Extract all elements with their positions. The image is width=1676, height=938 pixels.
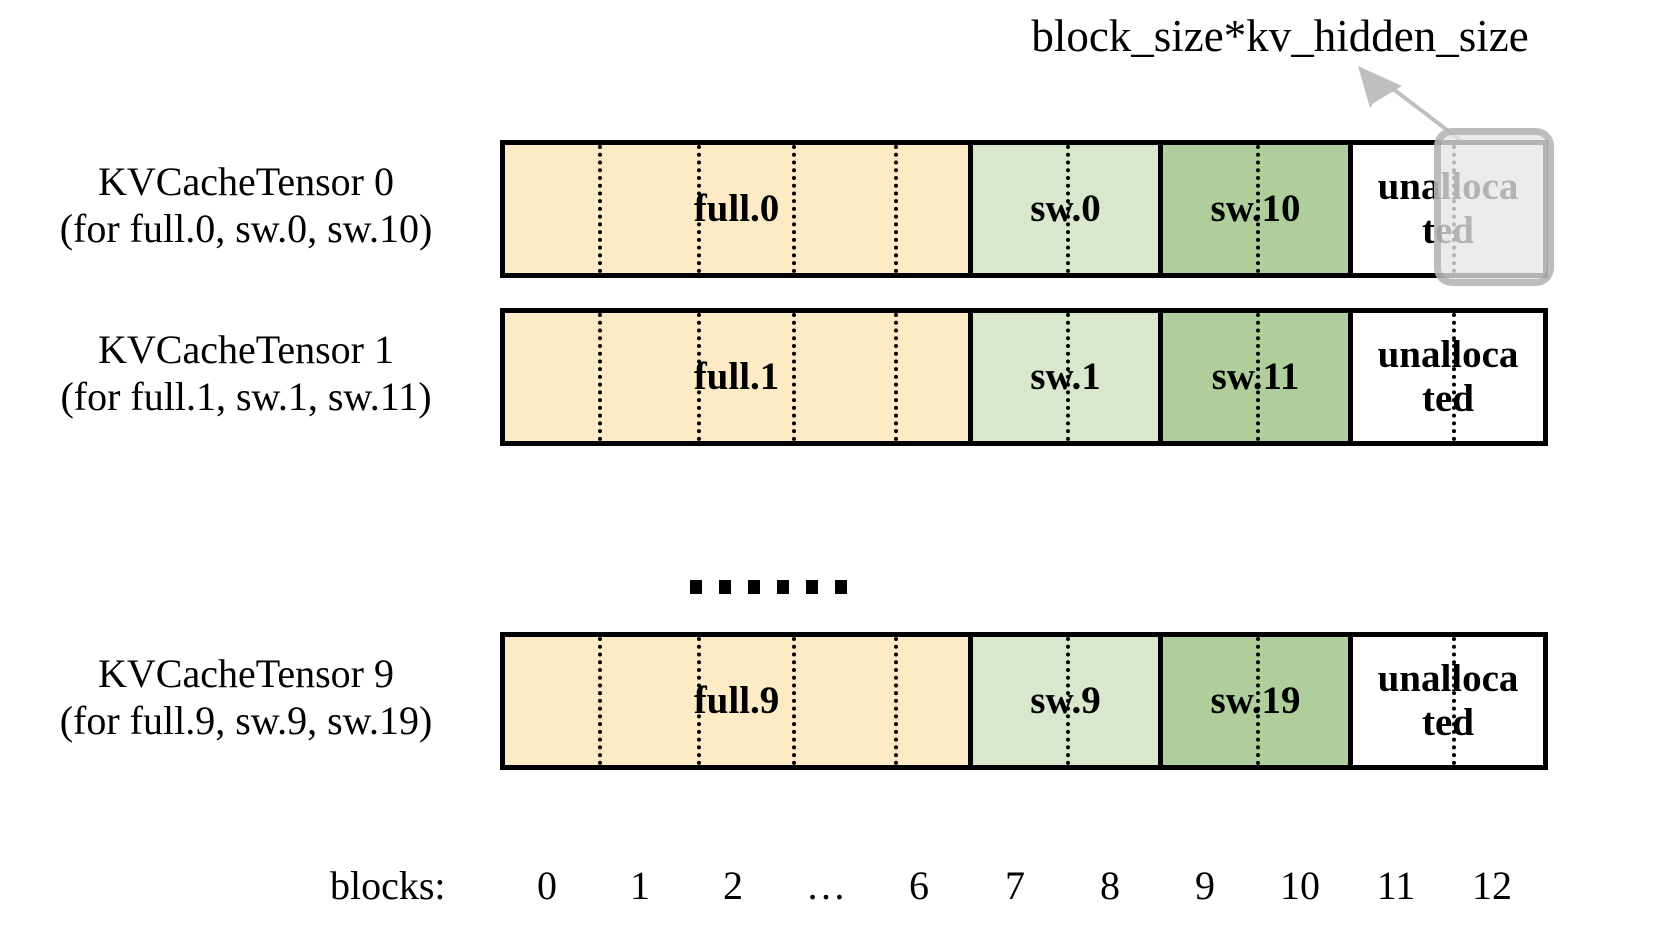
tensor-segment-label: sw.11 — [1211, 355, 1300, 399]
block-divider — [697, 637, 702, 765]
block-divider — [1065, 637, 1070, 765]
tensor-segment-label: sw.9 — [1030, 679, 1101, 723]
tensor-segment-label: sw.10 — [1210, 187, 1301, 231]
tensor-row-label: KVCacheTensor 1(for full.1, sw.1, sw.11) — [0, 326, 492, 420]
block-highlight-box — [1434, 128, 1554, 286]
tensor-segment-label: sw.0 — [1030, 187, 1101, 231]
block-divider — [792, 145, 797, 273]
tensor-segment-sw-b: sw.11 — [1158, 313, 1348, 441]
block-tick-label: 11 — [1376, 863, 1416, 908]
block-tick-label: 9 — [1195, 863, 1215, 908]
kv-cache-tensor-bar: full.0sw.0sw.10unallocated — [500, 140, 1548, 278]
block-tick-label: 1 — [630, 863, 650, 908]
tensor-row-label: KVCacheTensor 0(for full.0, sw.0, sw.10) — [0, 158, 492, 252]
tensor-row-label: KVCacheTensor 9(for full.9, sw.9, sw.19) — [0, 650, 492, 744]
block-divider — [1255, 637, 1260, 765]
tensor-segment-sw-a: sw.9 — [968, 637, 1158, 765]
block-divider — [697, 313, 702, 441]
tensor-segment-sw-a: sw.0 — [968, 145, 1158, 273]
block-divider — [1255, 313, 1260, 441]
block-tick-label: 6 — [909, 863, 929, 908]
block-divider — [1065, 313, 1070, 441]
tensor-segment-full: full.1 — [505, 313, 968, 441]
tensor-row-title: KVCacheTensor 9 — [98, 651, 394, 696]
blocks-axis-caption: blocks: — [330, 863, 446, 908]
tensor-segment-label: sw.19 — [1210, 679, 1301, 723]
block-divider — [697, 145, 702, 273]
block-divider — [597, 313, 602, 441]
block-divider — [597, 145, 602, 273]
block-divider — [792, 313, 797, 441]
tensor-row-subtitle: (for full.9, sw.9, sw.19) — [59, 698, 433, 744]
block-tick-label: 10 — [1280, 863, 1320, 908]
block-divider — [893, 145, 898, 273]
block-tick-label: 2 — [723, 863, 743, 908]
tensor-row-subtitle: (for full.0, sw.0, sw.10) — [59, 206, 433, 252]
block-tick-label: 12 — [1472, 863, 1512, 908]
tensor-segment-label: full.1 — [693, 355, 780, 399]
tensor-segment-sw-b: sw.10 — [1158, 145, 1348, 273]
block-tick-label: 7 — [1005, 863, 1025, 908]
block-tick-label: 8 — [1100, 863, 1120, 908]
block-divider — [893, 637, 898, 765]
tensor-segment-label: full.9 — [693, 679, 780, 723]
tensor-segment-sw-a: sw.1 — [968, 313, 1158, 441]
block-divider — [1451, 313, 1456, 441]
callout-label: block_size*kv_hidden_size — [1031, 11, 1529, 61]
tensor-row-title: KVCacheTensor 0 — [98, 159, 394, 204]
tensor-segment-label: sw.1 — [1030, 355, 1101, 399]
block-tick-label: … — [806, 863, 846, 908]
tensor-segment-full: full.9 — [505, 637, 968, 765]
block-divider — [893, 313, 898, 441]
block-divider — [792, 637, 797, 765]
block-divider — [597, 637, 602, 765]
tensor-segment-label: full.0 — [693, 187, 780, 231]
tensor-row-subtitle: (for full.1, sw.1, sw.11) — [60, 374, 432, 420]
vertical-ellipsis — [690, 580, 847, 594]
block-tick-label: 0 — [537, 863, 557, 908]
block-divider — [1255, 145, 1260, 273]
block-divider — [1065, 145, 1070, 273]
block-divider — [1451, 637, 1456, 765]
tensor-segment-sw-b: sw.19 — [1158, 637, 1348, 765]
tensor-segment-full: full.0 — [505, 145, 968, 273]
tensor-row-title: KVCacheTensor 1 — [98, 327, 394, 372]
